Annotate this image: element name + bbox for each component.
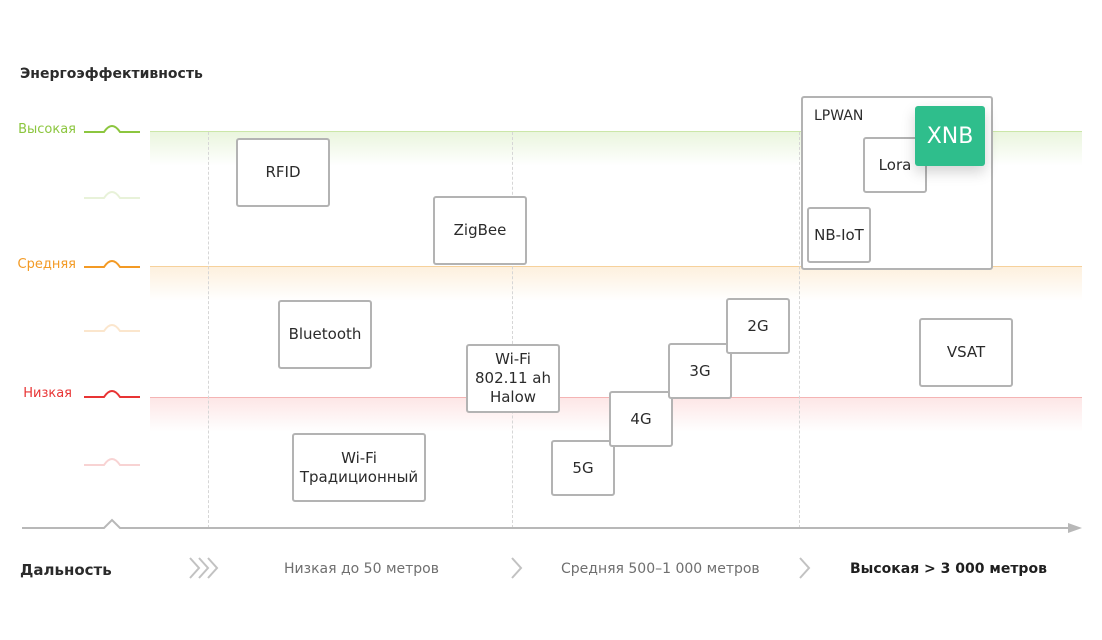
tech-bluetooth: Bluetooth [278,300,372,369]
tech-vsat: VSAT [919,318,1013,387]
tech-3g: 3G [668,343,732,399]
tick-high [84,125,140,133]
y-axis-title: Энергоэффективность [20,66,203,82]
tech-5g: 5G [551,440,615,496]
x-axis-title: Дальность [20,561,112,579]
lpwan-group-label: LPWAN [814,108,864,124]
tick-high-minor [84,191,140,199]
tick-medium-minor [84,324,140,332]
x-axis-line [22,518,1070,529]
high-level-line [150,131,1082,132]
range-label-low: Низкая до 50 метров [284,561,439,577]
tech-nbiot: NB-IoT [807,207,871,263]
range-label-medium: Средняя 500–1 000 метров [561,561,760,577]
tech-rfid: RFID [236,138,330,207]
chevron-medium-range [511,557,523,579]
range-separator-1 [208,132,209,528]
tick-low [84,390,140,398]
range-separator-3 [799,132,800,528]
chevron-high-range [799,557,811,579]
tech-xnb: XNB [915,106,985,166]
tech-2g: 2G [726,298,790,354]
medium-level-line [150,266,1082,267]
tick-low-minor [84,458,140,466]
x-axis-arrow [1068,523,1082,533]
level-label-high: Высокая [18,122,76,137]
tech-4g: 4G [609,391,673,447]
chevrons-low-range [189,557,219,579]
range-label-high: Высокая > 3 000 метров [850,561,1047,577]
level-label-medium: Средняя [17,257,76,272]
tech-zigbee: ZigBee [433,196,527,265]
tick-medium [84,260,140,268]
tech-wifi-traditional: Wi-Fi Традиционный [292,433,426,502]
range-separator-2 [512,132,513,528]
tech-wifi-halow: Wi-Fi 802.11 ah Halow [466,344,560,413]
medium-level-band [150,267,1082,301]
level-label-low: Низкая [23,386,72,401]
